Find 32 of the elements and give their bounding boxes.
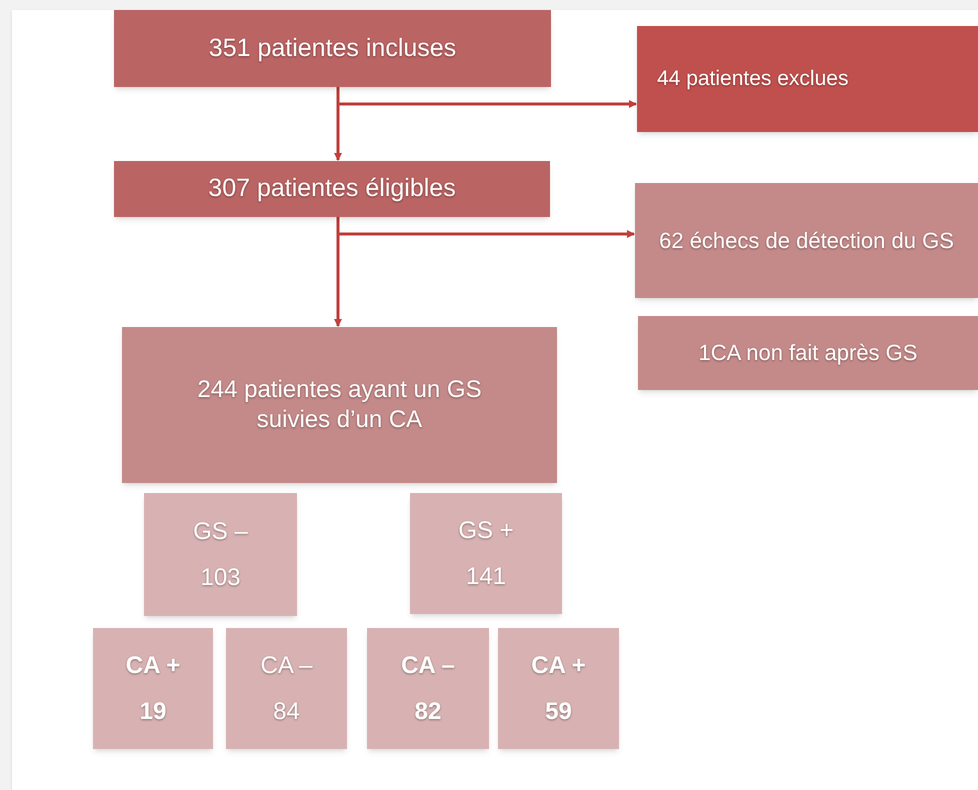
box-text: 82 xyxy=(414,696,442,726)
box-text: CA + xyxy=(126,650,180,680)
flow-box xyxy=(367,628,489,749)
box-text: 244 patientes ayant un GS suivies d’un CA xyxy=(196,375,483,435)
box-text: 19 xyxy=(140,696,166,726)
box-text: 103 xyxy=(200,562,241,592)
flow-box xyxy=(498,628,619,749)
flow-box xyxy=(93,628,213,749)
flow-box xyxy=(637,26,978,132)
box-text: 62 échecs de détection du GS xyxy=(659,226,954,254)
box-text: CA + xyxy=(531,650,586,680)
box-text: CA – xyxy=(260,650,313,680)
box-text: 84 xyxy=(273,696,300,726)
flow-box xyxy=(410,493,562,614)
flow-box xyxy=(226,628,347,749)
box-text: 351 patientes incluses xyxy=(208,32,456,64)
box-text: 141 xyxy=(466,562,506,592)
box-text: 59 xyxy=(545,696,572,726)
box-text: GS + xyxy=(458,516,514,546)
box-text: GS – xyxy=(193,516,248,546)
flow-box xyxy=(635,183,978,298)
flow-box xyxy=(122,327,557,483)
arrow xyxy=(336,217,635,238)
box-text: CA – xyxy=(401,650,455,680)
box-text: 307 patientes éligibles xyxy=(208,173,456,204)
flow-box xyxy=(638,316,978,390)
flow-box xyxy=(114,161,550,217)
flow-box xyxy=(144,493,297,616)
box-text: 1CA non fait après GS xyxy=(698,339,918,367)
box-text: 44 patientes exclues xyxy=(657,66,848,92)
arrow xyxy=(336,87,637,108)
flow-box xyxy=(114,10,551,87)
